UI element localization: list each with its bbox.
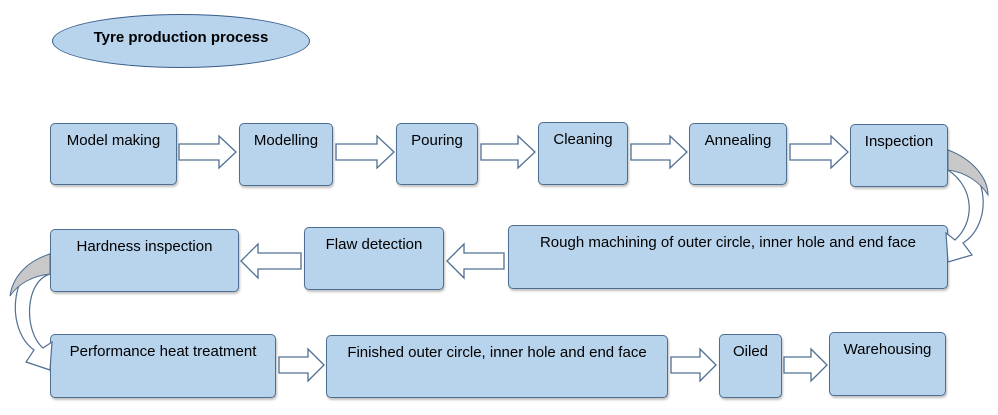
arrow-right: [783, 347, 828, 383]
step-rough-machining: Rough machining of outer circle, inner h…: [508, 225, 948, 289]
step-inspection: Inspection: [850, 124, 948, 187]
arrow-right: [630, 134, 688, 170]
diagram-title: Tyre production process: [52, 14, 310, 68]
curved-connector-left-top: [9, 253, 51, 297]
step-annealing: Annealing: [689, 123, 787, 185]
step-oiled: Oiled: [719, 334, 782, 398]
step-pouring: Pouring: [396, 123, 478, 185]
step-performance-heat-treatment: Performance heat treatment: [50, 334, 276, 398]
arrow-right: [178, 134, 237, 170]
arrow-left: [446, 242, 505, 280]
step-hardness-inspection: Hardness inspection: [50, 229, 239, 292]
arrow-right: [480, 134, 536, 170]
step-cleaning: Cleaning: [538, 122, 628, 185]
arrow-right: [278, 347, 325, 383]
step-modelling: Modelling: [239, 123, 333, 186]
step-model-making: Model making: [50, 123, 177, 185]
step-warehousing: Warehousing: [829, 332, 946, 396]
curved-connector-right-top: [947, 149, 989, 197]
arrow-right: [670, 347, 717, 383]
arrow-left: [240, 242, 302, 280]
step-flaw-detection: Flaw detection: [304, 227, 444, 290]
arrow-right: [335, 134, 395, 170]
step-finished-outer-circle: Finished outer circle, inner hole and en…: [326, 335, 668, 398]
arrow-right: [789, 134, 849, 170]
